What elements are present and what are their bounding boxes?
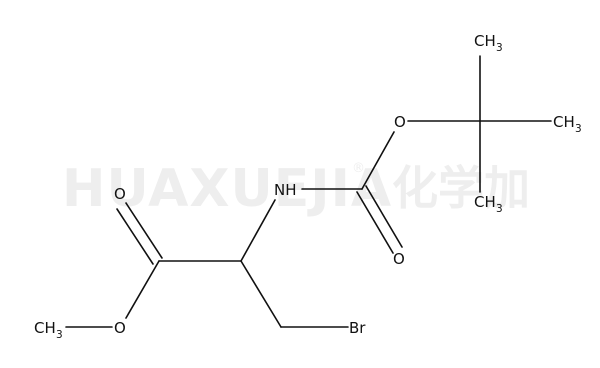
methyl-bottom-subscript: 3 — [496, 203, 503, 215]
bond-ester-carbonyl-b — [116, 208, 154, 265]
methyl-top-base: CH — [474, 32, 496, 50]
bond-alpha-nh — [240, 199, 276, 262]
methyl-left-base: CH — [34, 319, 56, 337]
atom-ester-oxygen: O — [114, 319, 126, 337]
bond-carbamate-carbonyl-a — [365, 185, 403, 248]
bonds — [65, 55, 552, 328]
methyl-right-base: CH — [553, 113, 575, 131]
methyl-bottom-base: CH — [474, 193, 496, 211]
bond-carbamate-carbonyl-b — [356, 191, 394, 254]
bond-ester-carbonyl-a — [125, 202, 163, 259]
atom-methyl-top: CH 3 — [474, 32, 503, 54]
atom-methyl-right: CH 3 — [553, 113, 582, 135]
watermark-cjk: 化学加 — [392, 161, 530, 215]
atom-ester-carbonyl-oxygen: O — [114, 185, 126, 203]
atom-carbamate-carbonyl-oxygen: O — [393, 250, 405, 268]
watermark-registered-mark: ® — [352, 161, 365, 176]
bond-ester-c-o — [125, 260, 160, 319]
atom-methyl-left: CH 3 — [34, 319, 63, 341]
bond-carbamate-c-o — [361, 131, 395, 190]
atom-carbamate-oxygen: O — [394, 113, 406, 131]
bond-alpha-ch2 — [240, 260, 282, 328]
methyl-right-subscript: 3 — [575, 123, 582, 135]
methyl-left-subscript: 3 — [56, 329, 63, 341]
atom-nh: NH — [274, 181, 297, 199]
atom-bromine: Br — [349, 319, 366, 337]
methyl-top-subscript: 3 — [496, 42, 503, 54]
atom-methyl-bottom: CH 3 — [474, 193, 503, 215]
atom-labels: O O CH 3 NH Br O O CH 3 CH 3 CH 3 — [34, 32, 582, 341]
